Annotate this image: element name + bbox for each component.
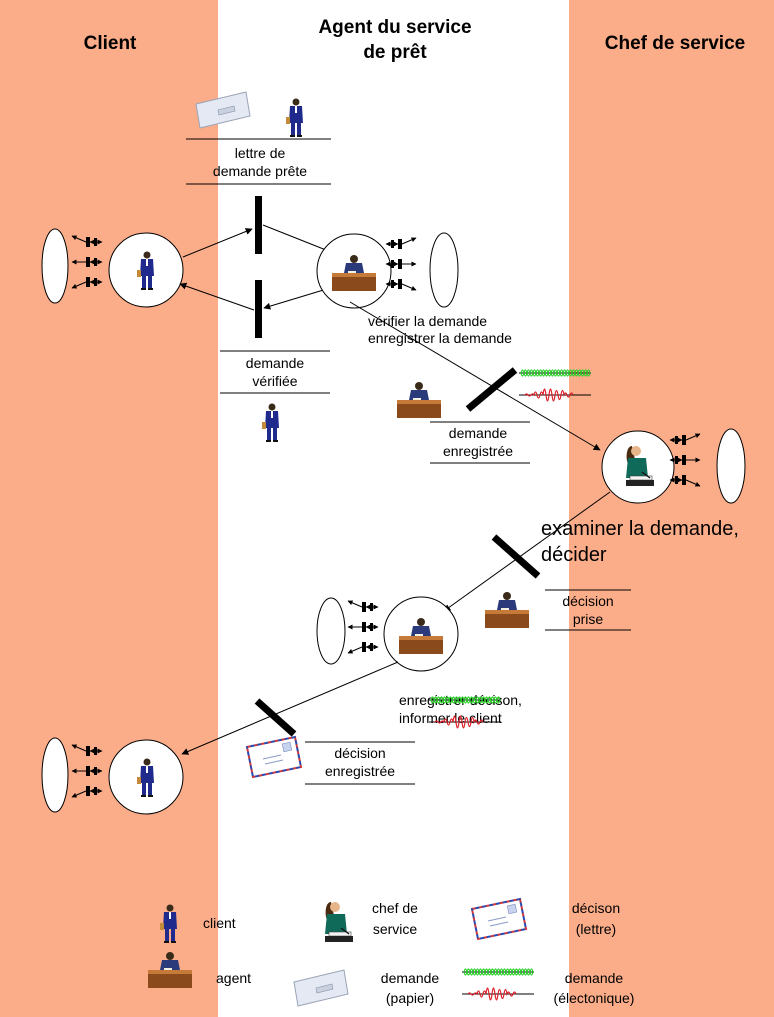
doc-verifiee-line2: vérifiée [252, 373, 297, 389]
lane-title-agent-2: de prêt [363, 42, 427, 63]
doc-decision-enreg-line2: enregistrée [325, 763, 395, 779]
doc-verifiee-line1: demande [246, 355, 305, 371]
lane-chef [569, 0, 774, 1017]
person-icon [262, 403, 279, 442]
legend-demande-elec-line1: demande [565, 970, 624, 986]
doc-enregistree-line1: demande [449, 425, 508, 441]
desk-agent-icon [485, 592, 529, 628]
doc-enregistree-line2: enregistrée [443, 443, 513, 459]
legend-chef-line1: chef de [372, 900, 418, 916]
airmail-letter-icon [246, 736, 302, 778]
activity-examiner-line1: examiner la demande, [541, 518, 739, 540]
doc-lettre-line1: lettre de [235, 145, 286, 161]
legend-demande-papier-line2: (papier) [386, 990, 434, 1006]
doc-decision-prise-line1: décision [562, 593, 613, 609]
transition-to-chef[interactable] [465, 367, 518, 412]
transition-return-verified[interactable] [255, 280, 262, 338]
chef-icon [324, 901, 354, 943]
person-icon [286, 98, 303, 137]
transition-inform-client[interactable] [254, 698, 297, 737]
client-resource-ellipse [41, 228, 69, 304]
doc-decision-enreg-line1: décision [334, 745, 385, 761]
legend-demande-papier-line1: demande [381, 970, 440, 986]
doc-decision-prise-line2: prise [573, 611, 604, 627]
client-resource-ellipse-2 [41, 737, 69, 813]
legend-client: client [203, 915, 236, 931]
lane-client [0, 0, 218, 1017]
activity-examiner-line2: décider [541, 544, 607, 566]
activity-verifier: vérifier la demande [368, 313, 487, 329]
transition-send-request[interactable] [255, 196, 262, 254]
paper-envelope-icon [293, 969, 349, 1007]
airmail-letter-icon [471, 898, 527, 940]
agent-resource-ellipse [429, 232, 459, 308]
lane-title-chef: Chef de service [605, 33, 745, 54]
legend-decision-lettre-line1: décison [572, 900, 620, 916]
legend-decision-lettre-line2: (lettre) [576, 921, 616, 937]
lane-title-agent: Agent du service [318, 17, 471, 38]
legend-chef-line2: service [373, 921, 418, 937]
lane-title-client: Client [84, 33, 137, 54]
legend-demande-elec-line2: (électonique) [554, 990, 635, 1006]
legend: client chef de service décison (lettre) … [148, 898, 635, 1007]
desk-agent-icon [397, 382, 441, 418]
doc-lettre-line2: demande prête [213, 163, 307, 179]
transition-decision[interactable] [491, 534, 541, 579]
chef-resource-ellipse [716, 428, 746, 504]
activity-enregistrer: enregistrer la demande [368, 330, 512, 346]
activity-enreg-decision-line2: informer le client [399, 710, 502, 726]
electronic-wave-icon [461, 968, 535, 1001]
legend-agent: agent [216, 970, 251, 986]
agent-resource-ellipse-2 [316, 597, 346, 665]
